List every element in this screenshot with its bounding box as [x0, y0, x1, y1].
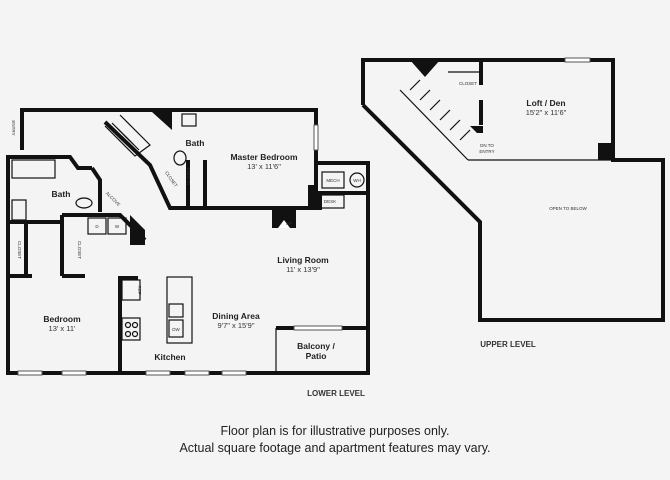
- dw-label: DW: [172, 327, 180, 332]
- sink: [11, 199, 27, 221]
- closet-label: CLOSET: [17, 241, 22, 259]
- kitchen-island: [166, 276, 193, 344]
- master-bedroom-label: Master Bedroom: [230, 152, 298, 162]
- closet-label: CLOSET: [164, 170, 179, 188]
- dining-area-size: 9'7" x 15'9": [218, 321, 255, 330]
- master-bedroom-size: 13' x 11'6": [247, 162, 281, 171]
- bedroom-size: 13' x 11': [49, 324, 76, 333]
- washer-label: W: [115, 224, 120, 229]
- master-bath-label: Bath: [186, 138, 205, 148]
- fixtures: [11, 113, 365, 344]
- disclaimer-line-2: Actual square footage and apartment feat…: [179, 441, 491, 455]
- alcove-label: ALCOVE: [105, 191, 121, 207]
- ref-label: REF: [137, 286, 142, 295]
- balcony-label: Balcony /: [297, 341, 335, 351]
- upper-level-label: UPPER LEVEL: [480, 340, 536, 349]
- bathtub: [11, 159, 56, 179]
- dn-to-label: DN TO: [480, 143, 494, 148]
- patio-label: Patio: [306, 351, 327, 361]
- dn-entry-label: ENTRY: [479, 149, 494, 154]
- fireplace-label: FP: [286, 221, 292, 226]
- open-to-below-label: OPEN TO BELOW: [549, 206, 587, 211]
- mech-label: MECH: [326, 178, 339, 183]
- master-sink: [181, 113, 197, 127]
- kitchen-label: Kitchen: [154, 352, 185, 362]
- upper-level-labels: CLOSET Loft / Den 15'2" x 11'6" DN TO EN…: [459, 81, 588, 349]
- closet-label: CLOSET: [186, 167, 191, 185]
- entry-label: ENTRY: [11, 120, 16, 135]
- upper-closet-label: CLOSET: [459, 81, 477, 86]
- toilet: [75, 197, 93, 209]
- closet-label: CLOSET: [77, 241, 82, 259]
- dining-area-label: Dining Area: [212, 311, 260, 321]
- lower-level-walls: [6, 108, 370, 375]
- loft-size: 15'2" x 11'6": [526, 108, 567, 117]
- dryer-label: D: [95, 224, 99, 229]
- bedroom-label: Bedroom: [43, 314, 81, 324]
- upper-level-walls: [361, 57, 665, 322]
- disclaimer-line-1: Floor plan is for illustrative purposes …: [220, 424, 450, 438]
- lower-level-label: LOWER LEVEL: [307, 389, 365, 398]
- lower-level-labels: ENTRY Bath Master Bedroom 13' x 11'6" Ba…: [11, 120, 365, 398]
- loft-label: Loft / Den: [526, 98, 565, 108]
- bath-label: Bath: [52, 189, 71, 199]
- living-room-label: Living Room: [277, 255, 329, 265]
- wh-label: WH: [353, 178, 361, 183]
- stairs-lower: [104, 114, 151, 157]
- desk-label: DESK: [324, 199, 336, 204]
- lower-level-windows: [17, 124, 343, 376]
- living-room-size: 11' x 13'9": [286, 265, 320, 274]
- master-toilet: [173, 150, 187, 166]
